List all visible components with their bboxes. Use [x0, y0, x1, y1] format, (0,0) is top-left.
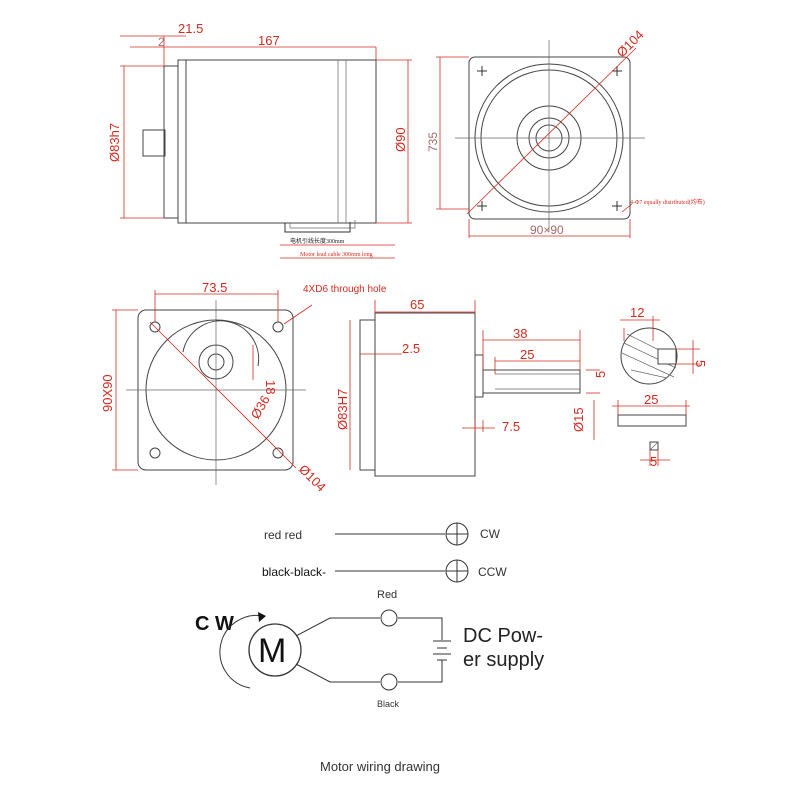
terminal-black-label: Black — [377, 699, 400, 709]
hole-note: 4-Φ7 equally distributed(均布) — [630, 198, 705, 206]
row2-label: black-black- — [262, 565, 326, 579]
through-hole-note: 4XD6 through hole — [303, 284, 387, 295]
dim-18: 18 — [263, 380, 278, 394]
row1-direction: CW — [480, 527, 501, 541]
dim-2-5: 2.5 — [402, 341, 420, 356]
dim-65: 65 — [410, 297, 424, 312]
dim-25: 25 — [520, 347, 534, 362]
dim-90x90: 90×90 — [530, 223, 564, 237]
dim-shaft-15: Ø15 — [571, 407, 586, 432]
dim-7-5: 7.5 — [502, 419, 520, 434]
motor-side-view: 21.5 2 167 Ø83h7 Ø90 电机引线长度300mm Motor l… — [107, 21, 412, 259]
dim-body-diameter: Ø90 — [393, 127, 408, 152]
lead-note-cn: 电机引线长度300mm — [290, 237, 345, 245]
front-hole-marks — [477, 66, 622, 211]
dim-2: 2 — [158, 35, 165, 49]
caption: Motor wiring drawing — [320, 759, 440, 774]
dim-73-5: 73.5 — [202, 280, 227, 295]
lead-note-en: Motor lead cable 300mm long — [300, 252, 373, 258]
terminal-red-label: Red — [377, 589, 397, 601]
dim-diameter-36: Ø36 — [248, 393, 273, 422]
dim-38: 38 — [513, 326, 527, 341]
wiring-schematic: C W M Red Black DC Pow- er supply — [195, 589, 544, 709]
dim-25-key: 25 — [644, 392, 658, 407]
gearbox-front-view: 73.5 4XD6 through hole 90X90 18 Ø36 Ø104 — [100, 280, 387, 495]
row2-direction: CCW — [478, 565, 507, 579]
dim-pilot-83h7: Ø83H7 — [335, 389, 350, 430]
dim-pilot-diameter: Ø83h7 — [107, 123, 122, 162]
red-terminal-icon — [380, 609, 398, 627]
gearbox-side-view: 65 38 25 2.5 Ø83H7 5 Ø15 7.5 — [335, 297, 608, 477]
dim-21-5: 21.5 — [178, 21, 203, 36]
motor-front-view: Ø104 735 90×90 4-Φ7 equally distributed(… — [426, 27, 705, 238]
motor-symbol-icon — [248, 623, 302, 677]
dim-12: 12 — [630, 305, 644, 320]
motor-symbol-letter: M — [258, 632, 286, 670]
rotation-arrow-icon — [219, 614, 264, 689]
wiring-table: red red CW black-black- CCW — [262, 522, 507, 583]
dim-90x90-square: 90X90 — [100, 374, 115, 412]
dim-5-key: 5 — [693, 360, 708, 367]
dim-5-side: 5 — [593, 371, 608, 378]
row1-label: red red — [264, 528, 302, 542]
black-terminal-icon — [380, 673, 398, 691]
dim-bolt-circle: Ø104 — [614, 27, 647, 60]
dim-diameter-104: Ø104 — [296, 462, 329, 495]
supply-label-line1: DC Pow- — [463, 625, 543, 647]
dim-167: 167 — [258, 33, 280, 48]
shaft-detail: 12 5 25 5 — [612, 305, 708, 469]
supply-label-line2: er supply — [463, 649, 544, 671]
dim-5-key-width: 5 — [650, 454, 657, 469]
rotation-label: C W — [195, 613, 234, 635]
dim-height-735: 735 — [426, 132, 440, 152]
